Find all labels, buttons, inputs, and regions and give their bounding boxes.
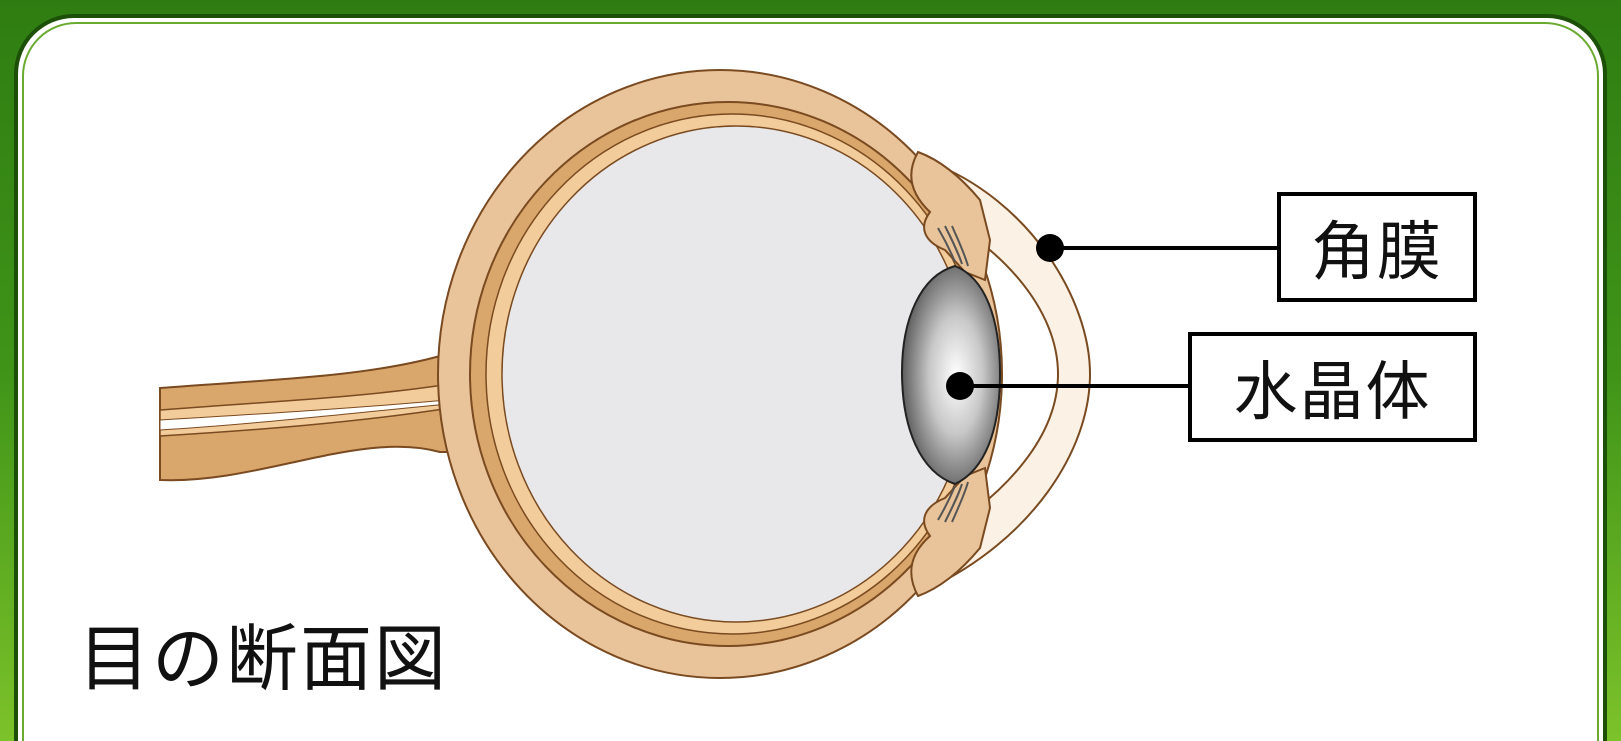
diagram-title: 目の断面図 [78,600,448,705]
vitreous-body [502,126,970,622]
cornea-label: 角膜 [1277,192,1477,302]
optic-nerve [160,356,480,480]
lens-label: 水晶体 [1188,332,1477,442]
lens-label-text: 水晶体 [1234,341,1432,433]
leader-line-cornea [1036,234,1280,262]
cornea-label-text: 角膜 [1311,201,1443,293]
